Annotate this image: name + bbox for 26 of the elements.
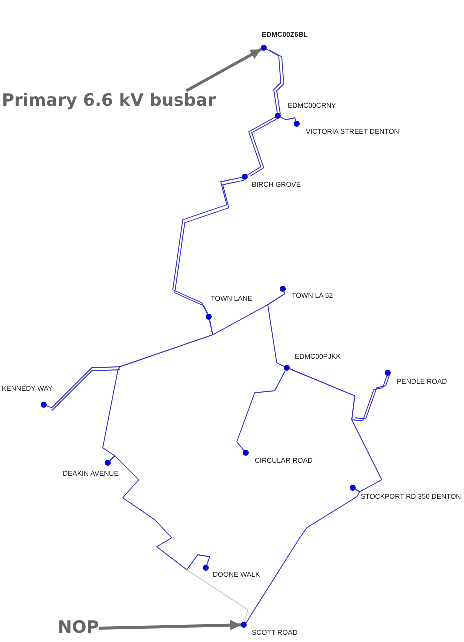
substation-dot: [284, 365, 290, 371]
callout-text: Primary 6.6 kV busbar: [2, 91, 216, 111]
substation-dot: [206, 314, 212, 320]
cable-line: [268, 291, 286, 368]
cable-line: [246, 489, 360, 624]
callout-arrow: [186, 48, 262, 92]
substation-dot: [203, 565, 209, 571]
substation-dot: [241, 622, 247, 628]
substation-dot: [41, 402, 47, 408]
substation-dot: [350, 485, 356, 491]
cable-line: [236, 370, 286, 452]
cable-line: [110, 456, 210, 570]
cable-line: [266, 48, 284, 114]
cable-line: [289, 368, 382, 492]
cable-line: [280, 116, 297, 122]
substation-dot: [243, 450, 249, 456]
substation-dot: [385, 370, 391, 376]
cable-line: [247, 116, 279, 177]
substation-dot: [280, 286, 286, 292]
substation-dot: [275, 113, 281, 119]
substation-dot: [294, 121, 300, 127]
callout-text: NOP: [58, 618, 100, 638]
substation-dot: [242, 174, 248, 180]
substation-dot: [105, 460, 111, 466]
substation-dot: [261, 45, 267, 51]
callout-arrow: [99, 620, 242, 631]
